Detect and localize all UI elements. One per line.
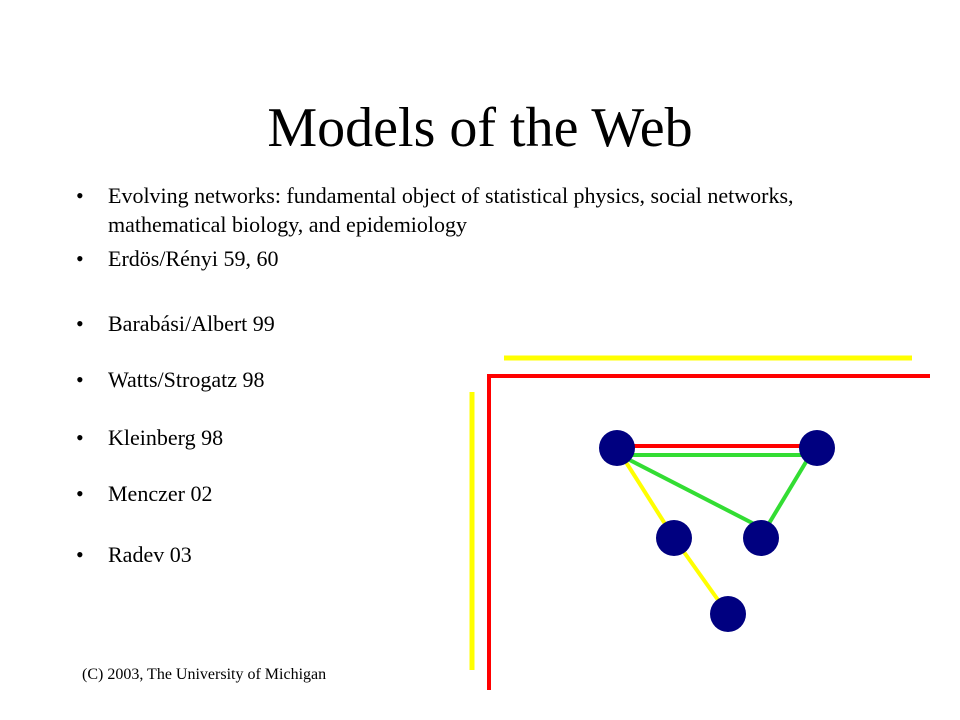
network-node [799, 430, 835, 466]
bullet-text: Radev 03 [108, 542, 192, 567]
bullet-marker: • [76, 481, 84, 506]
bullet-marker: • [76, 542, 84, 567]
green-edge [619, 453, 761, 529]
bullet-marker: • [76, 425, 84, 450]
bullet-text: Menczer 02 [108, 481, 213, 506]
bullet-text: Evolving networks: fundamental object of… [108, 183, 794, 237]
bullet-text: Barabási/Albert 99 [108, 311, 275, 336]
network-node [656, 520, 692, 556]
network-node [743, 520, 779, 556]
bullet-marker: • [76, 183, 84, 208]
bullet-text: Watts/Strogatz 98 [108, 367, 265, 392]
green-edge [760, 450, 814, 537]
bullet-marker: • [76, 246, 84, 271]
bullet-text: Erdös/Rényi 59, 60 [108, 246, 279, 271]
bullet-text: Kleinberg 98 [108, 425, 224, 450]
bullet-marker: • [76, 311, 84, 336]
network-node [710, 596, 746, 632]
network-node [599, 430, 635, 466]
footer-copyright: (C) 2003, The University of Michigan [82, 666, 327, 683]
slide-title: Models of the Web [267, 97, 693, 159]
bullet-marker: • [76, 367, 84, 392]
